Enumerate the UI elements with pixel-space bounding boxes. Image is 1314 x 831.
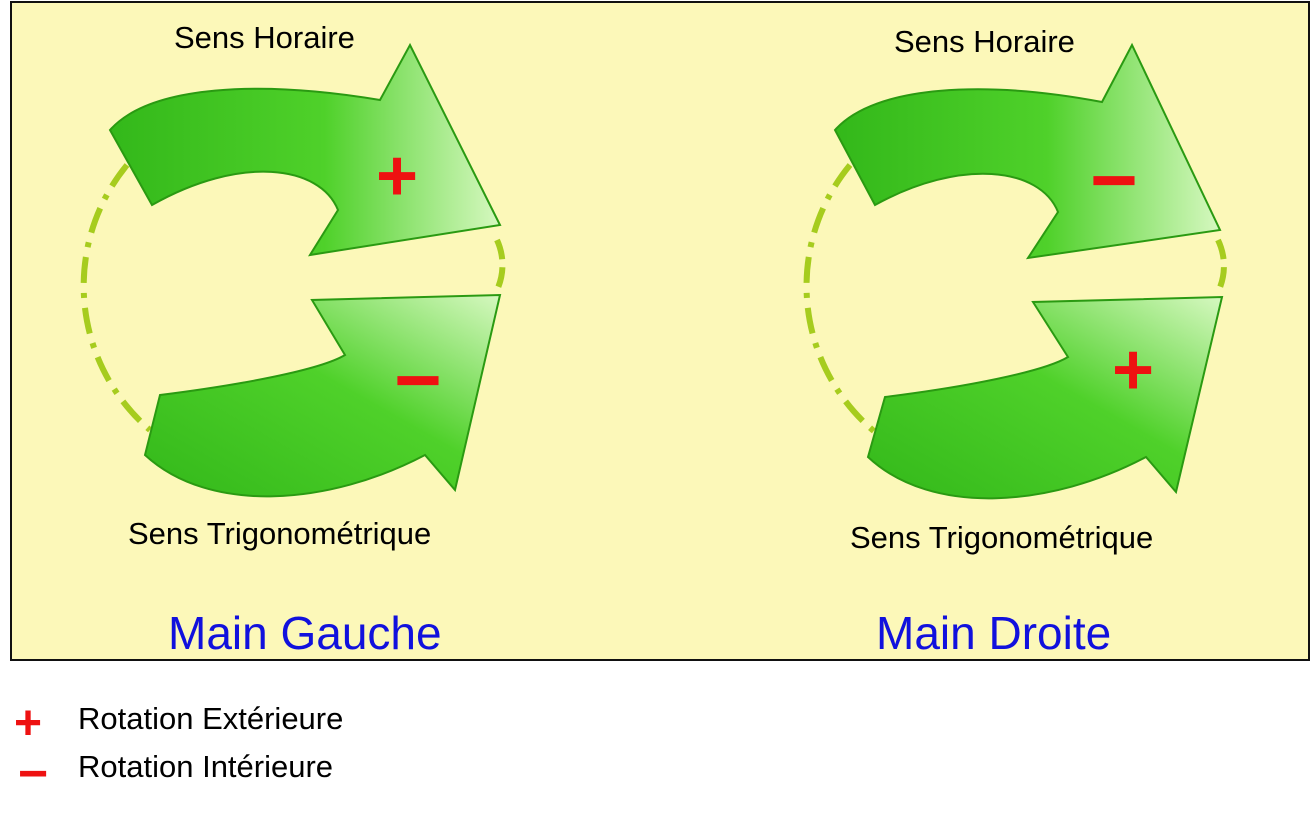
left-title: Main Gauche (168, 607, 442, 659)
left-top-label: Sens Horaire (174, 20, 355, 55)
right-upper-symbol: − (1090, 135, 1138, 226)
left-counterclockwise-arrow (143, 293, 502, 498)
left-clockwise-arrow (108, 42, 502, 257)
right-lower-symbol: + (1112, 330, 1155, 410)
legend-plus-symbol: + (14, 697, 43, 750)
right-dashed-circle-right (1215, 238, 1227, 294)
right-dashed-circle (803, 163, 877, 435)
right-bottom-label: Sens Trigonométrique (850, 520, 1154, 555)
left-bottom-label: Sens Trigonométrique (128, 516, 432, 551)
right-hand-rotation (803, 42, 1227, 500)
left-upper-symbol: + (376, 136, 419, 216)
right-top-label: Sens Horaire (894, 24, 1075, 59)
left-dashed-circle (80, 163, 152, 433)
right-clockwise-arrow (833, 42, 1222, 260)
legend-minus-text: Rotation Intérieure (78, 749, 334, 784)
left-hand-rotation (80, 42, 506, 498)
left-lower-symbol: − (394, 335, 442, 426)
left-dashed-circle-right (494, 238, 506, 292)
right-counterclockwise-arrow (866, 295, 1224, 500)
right-title: Main Droite (876, 607, 1112, 659)
legend-plus-text: Rotation Extérieure (78, 701, 344, 736)
legend-minus-symbol: − (18, 745, 49, 803)
